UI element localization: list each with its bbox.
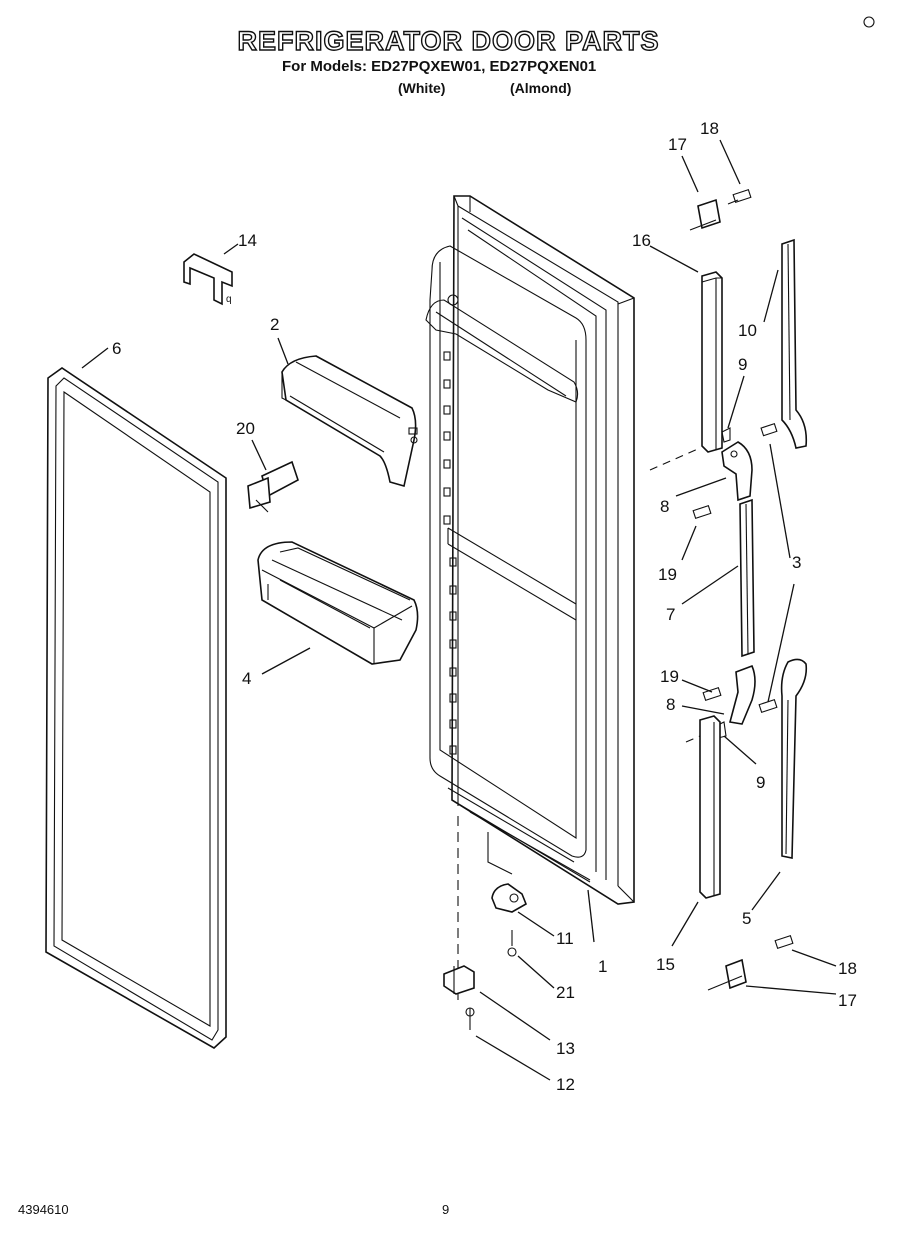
page-number: 9	[442, 1202, 450, 1217]
callout-18-top: 18	[700, 119, 719, 138]
part-hinge-cap-top	[689, 189, 752, 231]
callout-11: 11	[556, 929, 574, 948]
callout-12: 12	[556, 1075, 575, 1094]
part-hinge-upper	[692, 423, 778, 519]
part-door-gasket	[45, 367, 227, 1049]
callout-7: 7	[666, 605, 675, 624]
variant-white: (White)	[398, 80, 446, 96]
callout-2: 2	[270, 315, 279, 334]
part-bracket: q	[183, 253, 233, 306]
part-door-bin	[257, 541, 419, 665]
callout-4: 4	[242, 669, 251, 688]
callout-numbers: 14 6 2 20 4 17 18 16 10 9 8 3 19 7 19 8 …	[112, 119, 857, 1094]
part-hinge-assembly	[443, 816, 528, 1030]
callout-19-upper: 19	[658, 565, 677, 584]
shelf-studs	[443, 351, 457, 755]
callout-16: 16	[632, 231, 651, 250]
callout-19-lower: 19	[660, 667, 679, 686]
part-clip	[247, 460, 299, 513]
part-center-trim	[739, 498, 755, 658]
callout-1: 1	[598, 957, 607, 976]
callout-8-lower: 8	[666, 695, 675, 714]
corner-mark	[863, 16, 875, 28]
models-line: For Models: ED27PQXEW01, ED27PQXEN01	[282, 58, 597, 75]
part-handle-upper	[781, 238, 808, 449]
callout-17-top: 17	[668, 135, 687, 154]
part-upper-trim	[649, 271, 723, 471]
leader-lines	[81, 139, 837, 1081]
callout-5: 5	[742, 909, 751, 928]
callout-13: 13	[556, 1039, 575, 1058]
callout-21: 21	[556, 983, 575, 1002]
variant-almond: (Almond)	[510, 80, 572, 96]
callout-18-bottom: 18	[838, 959, 857, 978]
page-title: REFRIGERATOR DOOR PARTS	[237, 25, 660, 56]
callout-20: 20	[236, 419, 255, 438]
callout-8-upper: 8	[660, 497, 669, 516]
callout-14: 14	[238, 231, 257, 250]
part-lower-trim	[685, 715, 721, 899]
svg-text:q: q	[226, 294, 232, 305]
part-door-assembly	[425, 195, 635, 905]
callout-10: 10	[738, 321, 757, 340]
callout-17-bottom: 17	[838, 991, 857, 1010]
callout-9-lower: 9	[756, 773, 765, 792]
callout-6: 6	[112, 339, 121, 358]
callout-9-upper: 9	[738, 355, 747, 374]
callout-3: 3	[792, 553, 801, 572]
part-hinge-cap-bottom	[707, 935, 794, 991]
callout-15: 15	[656, 955, 675, 974]
document-code: 4394610	[18, 1202, 69, 1217]
part-dairy-door	[281, 355, 418, 488]
part-handle-lower	[780, 658, 808, 859]
